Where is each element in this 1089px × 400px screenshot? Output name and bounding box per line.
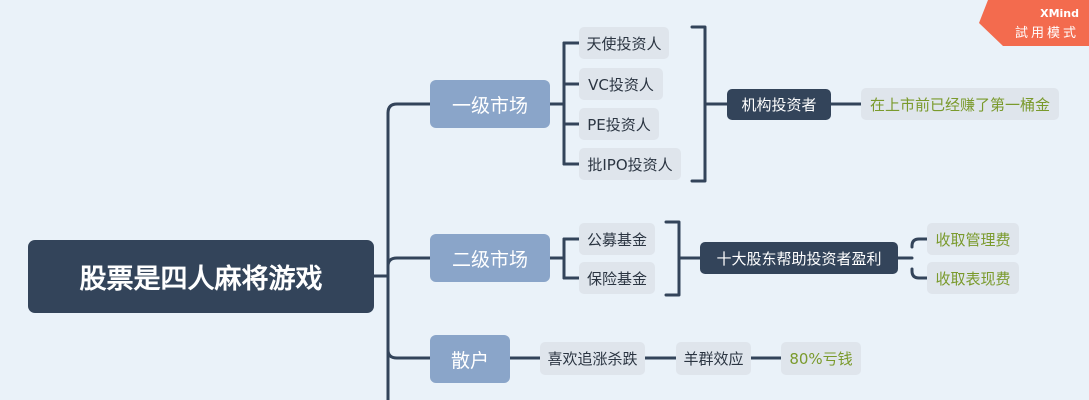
topic-retail-investors[interactable]: 散户 <box>430 335 510 383</box>
note-first-pot-of-gold[interactable]: 在上市前已经赚了第一桶金 <box>861 88 1059 120</box>
note-management-fee[interactable]: 收取管理费 <box>927 223 1019 255</box>
topic-secondary-market[interactable]: 二级市场 <box>430 234 550 282</box>
central-topic[interactable]: 股票是四人麻将游戏 <box>28 240 374 313</box>
topic-top-ten-shareholders[interactable]: 十大股东帮助投资者盈利 <box>700 242 898 274</box>
trial-mode-label: 試用模式 <box>1014 26 1079 41</box>
topic-insurance-fund[interactable]: 保险基金 <box>579 262 655 294</box>
topic-angel-investor[interactable]: 天使投资人 <box>579 27 669 59</box>
topic-public-fund[interactable]: 公募基金 <box>579 223 655 255</box>
note-performance-fee[interactable]: 收取表现费 <box>927 262 1019 294</box>
topic-chase-rise-kill-fall[interactable]: 喜欢追涨杀跌 <box>540 342 645 375</box>
note-eighty-percent-lose[interactable]: 80%亏钱 <box>781 342 861 375</box>
trial-mode-badge[interactable]: XMind 試用模式 <box>979 0 1089 46</box>
xmind-logo-text: XMind <box>1040 7 1079 20</box>
topic-pe-investor[interactable]: PE投资人 <box>579 108 659 140</box>
topic-ipo-investor[interactable]: 批IPO投资人 <box>579 148 681 180</box>
topic-institutional-investors[interactable]: 机构投资者 <box>727 89 831 120</box>
topic-primary-market[interactable]: 一级市场 <box>430 80 550 128</box>
topic-herd-effect[interactable]: 羊群效应 <box>676 342 751 375</box>
topic-vc-investor[interactable]: VC投资人 <box>579 68 663 100</box>
